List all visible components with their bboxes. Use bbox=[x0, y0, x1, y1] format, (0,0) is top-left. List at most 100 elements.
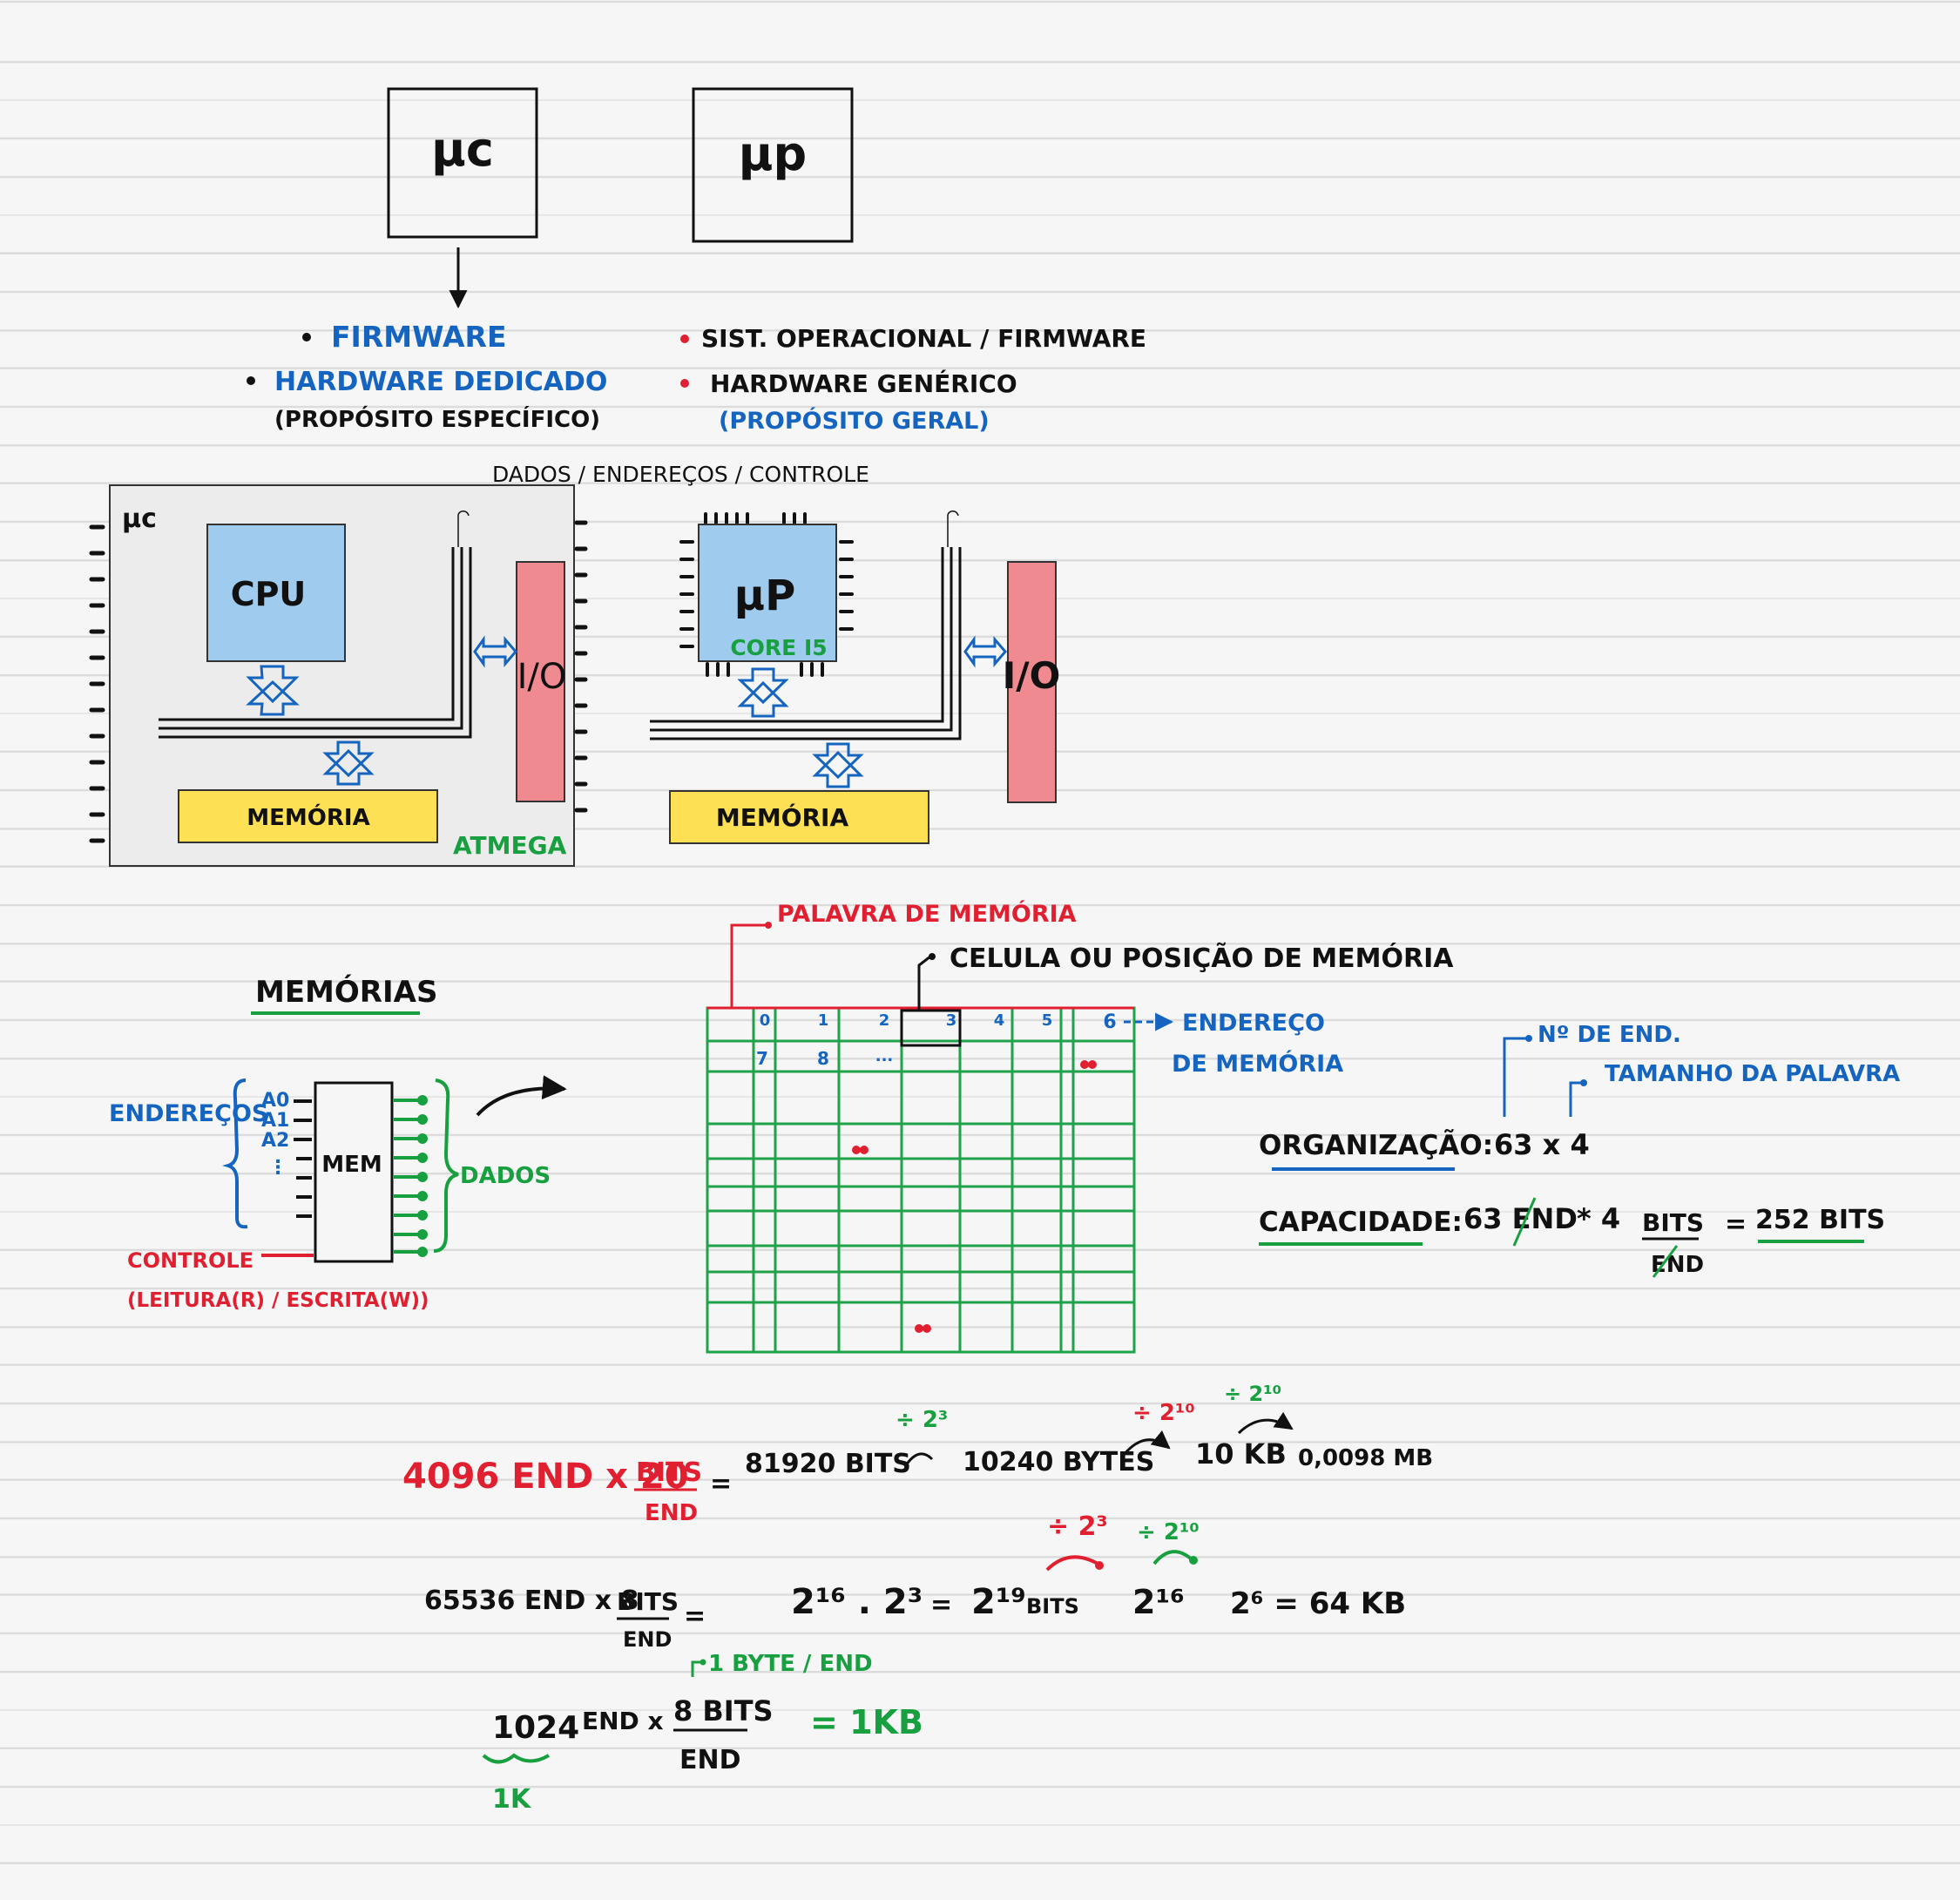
n-end-label: Nº DE END. bbox=[1538, 1022, 1681, 1048]
memorias-title: MEMÓRIAS bbox=[255, 974, 437, 1010]
dados-brace bbox=[433, 1078, 459, 1253]
addr-pins bbox=[294, 1099, 312, 1218]
address-3: 3 bbox=[946, 1011, 957, 1030]
dados-label: DADOS bbox=[460, 1163, 551, 1189]
calc3-bits: 8 BITS bbox=[673, 1694, 774, 1728]
enderecos-label: ENDEREÇOS bbox=[109, 1100, 268, 1127]
tamanho-pointer bbox=[1569, 1081, 1581, 1117]
calc3-end: END bbox=[679, 1745, 741, 1775]
calc2-eq: = bbox=[684, 1601, 706, 1632]
memory-block-right bbox=[669, 790, 929, 844]
calc2-p1: 2¹⁶ . 2³ bbox=[791, 1582, 923, 1622]
address-ellipsis: ... bbox=[875, 1047, 894, 1065]
bullet-dot bbox=[302, 333, 311, 341]
memory-label-right: MEMÓRIA bbox=[716, 802, 849, 832]
bullet-dot bbox=[680, 379, 689, 388]
uc-right-pins bbox=[574, 520, 588, 813]
io-label-left: I/O bbox=[517, 657, 567, 697]
up-box bbox=[692, 87, 854, 243]
address-6: 6 bbox=[1103, 1011, 1116, 1033]
calc2-arc2 bbox=[1152, 1550, 1193, 1565]
bus-label: DADOS / ENDEREÇOS / CONTROLE bbox=[492, 462, 869, 487]
calc1-arc3 bbox=[1237, 1411, 1294, 1435]
up-bullet-hardware: HARDWARE GENÉRICO bbox=[710, 369, 1017, 398]
address-0: 0 bbox=[760, 1011, 771, 1030]
calc2-end: END bbox=[623, 1627, 672, 1652]
end-strike-1 bbox=[1512, 1197, 1537, 1247]
calc1-v4: 0,0098 MB bbox=[1298, 1445, 1433, 1471]
up-bus-arrows bbox=[737, 635, 1007, 788]
up-chip-label: µP bbox=[734, 571, 796, 620]
calc3-note: 1 BYTE / END bbox=[708, 1651, 873, 1677]
calc2-d1: ÷ 2³ bbox=[1047, 1511, 1108, 1542]
capacidade-times: * 4 bbox=[1577, 1202, 1620, 1235]
calc2-arc1 bbox=[1045, 1555, 1101, 1572]
data-pins bbox=[394, 1095, 428, 1257]
bullet-dot bbox=[247, 376, 255, 385]
addr-line-more: ⋮ bbox=[268, 1157, 287, 1179]
io-block-left bbox=[516, 561, 565, 802]
calc1-v3: 10 KB bbox=[1195, 1437, 1287, 1471]
calc3-result: = 1KB bbox=[810, 1703, 923, 1741]
calc3-underline bbox=[482, 1753, 551, 1764]
palavra-label: PALAVRA DE MEMÓRIA bbox=[777, 900, 1077, 928]
capacidade-eq: = bbox=[1725, 1209, 1747, 1240]
up-chip bbox=[698, 524, 837, 662]
palavra-pointer bbox=[730, 923, 767, 1008]
controle-label: CONTROLE bbox=[127, 1248, 253, 1273]
calc3-k: 1K bbox=[492, 1784, 532, 1815]
address-2: 2 bbox=[879, 1011, 890, 1030]
bullet-dot bbox=[680, 335, 689, 343]
calc1-d2: ÷ 2¹⁰ bbox=[1132, 1400, 1195, 1426]
addr-line-a0: A0 bbox=[261, 1090, 289, 1112]
calc2-d2: ÷ 2¹⁰ bbox=[1137, 1519, 1200, 1545]
uc-bus-lines bbox=[159, 510, 472, 739]
up-box-label: µp bbox=[739, 126, 807, 181]
uc-left-pins bbox=[89, 524, 105, 843]
calc1-d1: ÷ 2³ bbox=[896, 1407, 948, 1433]
calc3-lhs: 1024 bbox=[492, 1710, 579, 1746]
capacidade-result: 252 BITS bbox=[1755, 1205, 1885, 1235]
endereco-label-1: ENDEREÇO bbox=[1182, 1010, 1325, 1037]
up-bullet-so: SIST. OPERACIONAL / FIRMWARE bbox=[701, 324, 1146, 353]
calc1-d3: ÷ 2¹⁰ bbox=[1224, 1382, 1281, 1406]
palavra-pointer-dot bbox=[765, 922, 772, 929]
calc1-arc2 bbox=[1122, 1430, 1171, 1456]
address-4: 4 bbox=[994, 1011, 1005, 1030]
celula-pointer-dot bbox=[929, 953, 936, 960]
calc1-end: END bbox=[645, 1500, 698, 1526]
address-7: 7 bbox=[756, 1048, 768, 1069]
tamanho-dot bbox=[1580, 1079, 1587, 1086]
calc2-p4: 2⁶ = 64 KB bbox=[1230, 1586, 1406, 1621]
calc2-bits: BITS bbox=[617, 1587, 679, 1616]
uc-box bbox=[387, 87, 538, 239]
uc-box-label: µc bbox=[431, 122, 494, 177]
calc3-pointer bbox=[691, 1660, 701, 1677]
uc-corner-label: µc bbox=[122, 504, 157, 534]
mem-chip bbox=[314, 1081, 394, 1263]
atmega-label: ATMEGA bbox=[453, 831, 567, 860]
end-strike-2 bbox=[1652, 1245, 1679, 1278]
calc2-eq2: = bbox=[930, 1590, 952, 1620]
calc1-eq: = bbox=[710, 1469, 732, 1499]
calc2-arc2-end bbox=[1189, 1556, 1198, 1565]
capacidade-end-denom: END bbox=[1651, 1252, 1704, 1278]
celula-pointer bbox=[917, 955, 931, 1011]
curved-arrow bbox=[476, 1075, 567, 1117]
organizacao-label: ORGANIZAÇÃO: bbox=[1259, 1129, 1493, 1161]
calc2-lhs: 65536 END x 8 bbox=[424, 1586, 639, 1616]
memory-label-left: MEMÓRIA bbox=[247, 803, 369, 831]
memory-cell-highlight bbox=[900, 1009, 962, 1047]
addr-line-a1: A1 bbox=[261, 1110, 289, 1132]
memory-block-left bbox=[178, 789, 438, 843]
calc3-end-x: END x bbox=[582, 1707, 664, 1735]
capacidade-label: CAPACIDADE: bbox=[1259, 1207, 1463, 1238]
organizacao-value: 63 x 4 bbox=[1494, 1128, 1590, 1161]
addr-line-a2: A2 bbox=[261, 1130, 289, 1152]
uc-bus-arrows bbox=[246, 635, 517, 786]
uc-bullet-hardware: HARDWARE DEDICADO bbox=[274, 367, 607, 397]
cpu-label: CPU bbox=[231, 575, 307, 613]
calc2-p2-unit: BITS bbox=[1026, 1594, 1079, 1619]
